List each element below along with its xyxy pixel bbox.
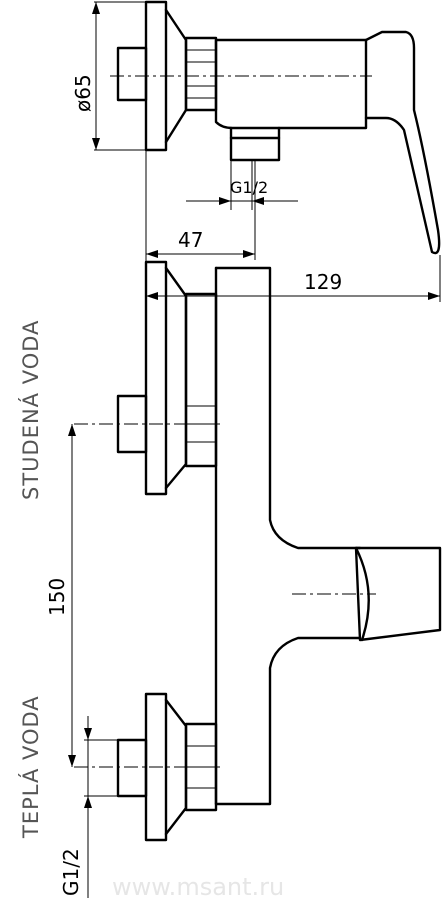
diameter-label: ø65 <box>71 74 95 112</box>
hot-water-label: TEPLÁ VODA <box>18 695 43 839</box>
cartridge-housing <box>354 546 442 642</box>
mixer-vertical-body <box>214 266 362 806</box>
side-view: ø65 G1/2 47 129 <box>71 0 441 302</box>
spacing-150-label: 150 <box>45 578 69 616</box>
upper-hex-nut <box>184 292 218 468</box>
hex-nut <box>184 36 218 112</box>
mixer-body <box>214 38 368 130</box>
inlet-stub <box>116 46 148 102</box>
watermark-text: www.msant.ru <box>112 873 284 900</box>
thread-bottom-label: G1/2 <box>59 848 83 896</box>
lever-handle <box>364 30 441 255</box>
thread-top-label: G1/2 <box>230 178 268 197</box>
front-view: 150 G1/2 STUDENÁ VODA TEPLÁ VODA <box>18 260 442 898</box>
lower-inlet-stub <box>116 738 148 798</box>
outlet-stub <box>229 136 281 162</box>
depth-47-label: 47 <box>178 228 203 252</box>
cold-water-label: STUDENÁ VODA <box>18 320 43 500</box>
depth-129-label: 129 <box>304 270 342 294</box>
upper-flange <box>144 260 168 496</box>
